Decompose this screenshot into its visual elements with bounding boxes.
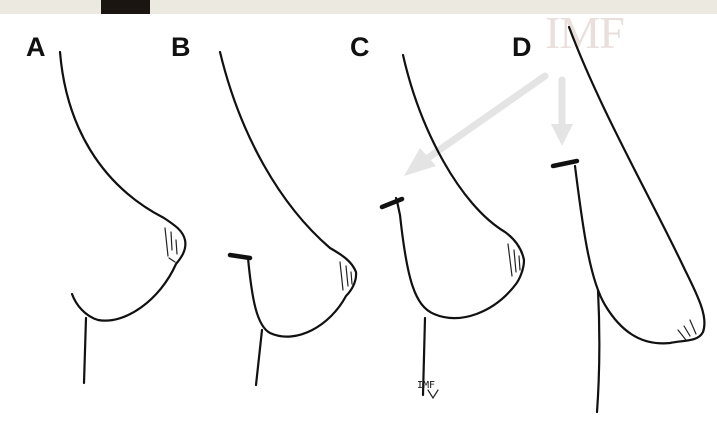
profile-c-contour: [396, 55, 524, 318]
profile-d-imf-mark: [553, 161, 577, 166]
panel-letter-c: C: [350, 32, 370, 62]
profile-a-contour: [60, 52, 185, 321]
profile-a: [60, 52, 185, 383]
profile-d-chest-line: [597, 290, 599, 412]
profile-d-nipple-shading: [678, 320, 696, 340]
panel-letter-b: B: [171, 32, 191, 62]
profile-a-chest-line: [84, 318, 86, 383]
watermark-text: IMF: [545, 7, 624, 58]
arrow-to-c-shaft: [425, 76, 545, 160]
profile-c-nipple-shading: [508, 244, 520, 276]
profile-c-annotation-tick: [428, 390, 438, 398]
profile-b-contour: [220, 52, 356, 337]
profile-a-nipple-shading: [165, 228, 177, 262]
profile-b-imf-mark: [230, 255, 250, 258]
profile-b-chest-line: [256, 330, 262, 385]
panel-letter-d: D: [512, 32, 532, 62]
profile-b: [220, 52, 356, 385]
profile-b-nipple-shading: [340, 262, 352, 290]
profile-c-annotation: IMF: [417, 380, 435, 391]
profile-d-contour: [569, 27, 704, 343]
panel-letter-a: A: [26, 32, 46, 62]
arrows: [404, 76, 573, 176]
arrow-down-head: [551, 124, 573, 146]
profile-d: [553, 27, 704, 412]
